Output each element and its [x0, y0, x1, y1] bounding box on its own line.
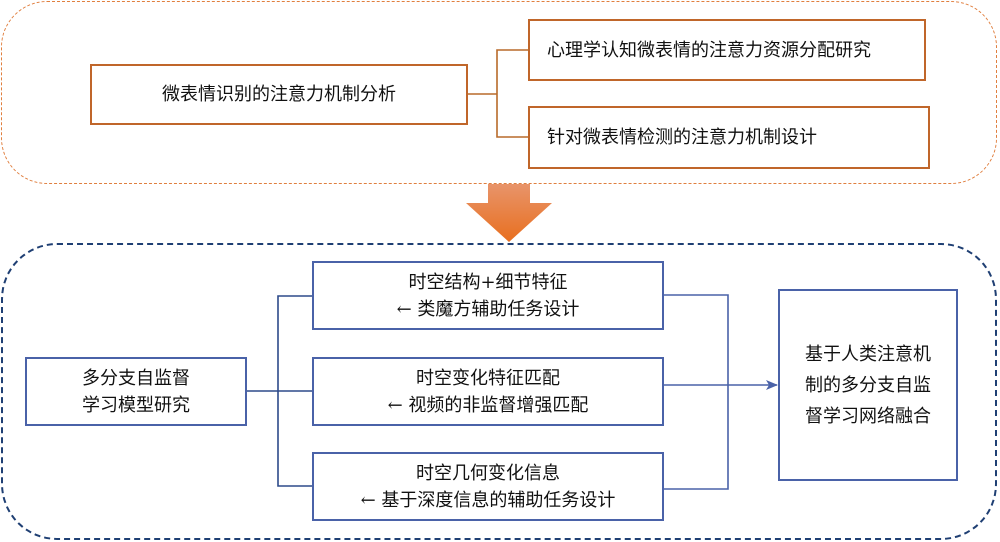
bottom-section-frame	[1, 243, 997, 540]
top-section-frame	[1, 1, 997, 184]
bottom-middle-box-1: 时空结构+细节特征 ← 类魔方辅助任务设计	[312, 261, 664, 330]
top-sub-label-2: 针对微表情检测的注意力机制设计	[547, 127, 817, 148]
bottom-middle-3-subtitle: ← 基于深度信息的辅助任务设计	[360, 489, 616, 511]
top-sub-box-2: 针对微表情检测的注意力机制设计	[528, 106, 930, 169]
top-sub-box-1: 心理学认知微表情的注意力资源分配研究	[528, 19, 926, 81]
bottom-middle-box-2: 时空变化特征匹配 ← 视频的非监督增强匹配	[312, 357, 664, 426]
bottom-middle-1-title: 时空结构+细节特征	[408, 271, 568, 293]
bottom-left-box: 多分支自监督 学习模型研究	[25, 357, 247, 426]
bottom-middle-box-3: 时空几何变化信息 ← 基于深度信息的辅助任务设计	[312, 452, 664, 521]
down-arrow-icon	[466, 184, 552, 242]
top-main-label: 微表情识别的注意力机制分析	[162, 84, 396, 105]
bottom-right-box: 基于人类注意机 制的多分支自监 督学习网络融合	[778, 289, 958, 481]
bottom-middle-2-subtitle: ← 视频的非监督增强匹配	[387, 394, 589, 416]
top-main-box: 微表情识别的注意力机制分析	[90, 64, 468, 125]
bottom-left-line-2: 学习模型研究	[82, 394, 190, 416]
top-sub-label-1: 心理学认知微表情的注意力资源分配研究	[547, 39, 871, 61]
bottom-right-line-2: 制的多分支自监	[805, 374, 931, 396]
bottom-right-line-3: 督学习网络融合	[805, 405, 931, 427]
bottom-middle-3-title: 时空几何变化信息	[416, 462, 560, 484]
bottom-middle-1-subtitle: ← 类魔方辅助任务设计	[396, 298, 580, 320]
bottom-right-line-1: 基于人类注意机	[805, 343, 931, 365]
bottom-left-line-1: 多分支自监督	[82, 367, 190, 389]
bottom-middle-2-title: 时空变化特征匹配	[416, 367, 560, 389]
